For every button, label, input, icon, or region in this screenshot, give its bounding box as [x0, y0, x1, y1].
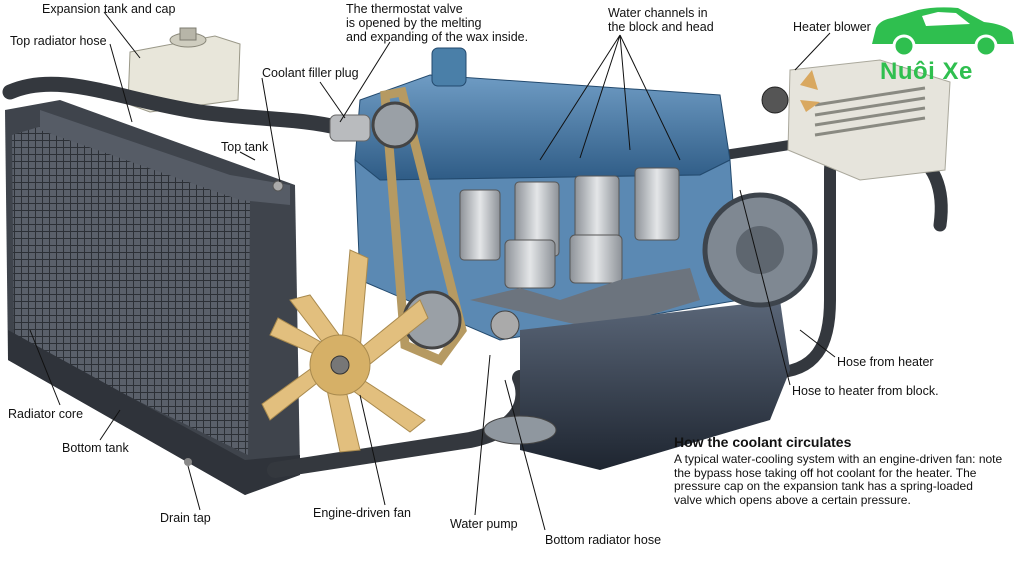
radiator-core	[12, 120, 250, 455]
label-coolant-filler-plug: Coolant filler plug	[262, 66, 359, 80]
pistons	[459, 167, 680, 289]
label-water-pump: Water pump	[450, 517, 518, 531]
engine-driven-fan	[261, 249, 429, 453]
label-radiator-core: Radiator core	[8, 407, 84, 421]
label-top-tank: Top tank	[221, 140, 269, 154]
heater-blower-fan	[800, 70, 820, 112]
bottom-tank	[8, 330, 300, 495]
top-tank	[40, 110, 290, 205]
label-heater-blower: Heater blower	[793, 20, 871, 34]
label-drain-tap: Drain tap	[160, 511, 211, 525]
caption-body: A typical water-cooling system with an e…	[674, 452, 1003, 507]
oil-filter	[483, 415, 557, 445]
oil-filler	[431, 47, 467, 87]
car-icon	[872, 7, 1014, 58]
radiator	[5, 100, 300, 495]
caption-title: How the coolant circulates	[674, 434, 852, 450]
label-engine-driven-fan: Engine-driven fan	[313, 506, 411, 520]
leader-lines	[29, 11, 836, 531]
coolant-filler-plug	[272, 180, 284, 192]
crankshaft	[470, 268, 700, 330]
label-hose-from-heater: Hose from heater	[837, 355, 934, 369]
label-hose-to-heater: Hose to heater from block.	[792, 384, 939, 398]
thermostat-housing	[329, 114, 371, 142]
label-thermostat: The thermostat valve is opened by the me…	[346, 2, 529, 44]
drain-tap	[184, 458, 192, 466]
logo: Nuôi Xe	[866, 4, 1018, 90]
label-expansion-tank-cap: Expansion tank and cap	[42, 2, 176, 16]
top-radiator-hose	[2, 76, 348, 136]
logo-name: Nuôi Xe	[880, 58, 973, 85]
caption: How the coolant circulates A typical wat…	[674, 434, 1004, 507]
label-bottom-tank: Bottom tank	[62, 441, 129, 455]
engine	[329, 47, 818, 470]
heater	[761, 59, 951, 181]
label-water-channels: Water channels in the block and head	[608, 6, 714, 34]
sump	[520, 300, 790, 470]
expansion-tank	[127, 27, 241, 113]
label-bottom-radiator-hose: Bottom radiator hose	[545, 533, 662, 547]
label-top-radiator-hose: Top radiator hose	[10, 34, 107, 48]
water-pump	[490, 310, 520, 340]
